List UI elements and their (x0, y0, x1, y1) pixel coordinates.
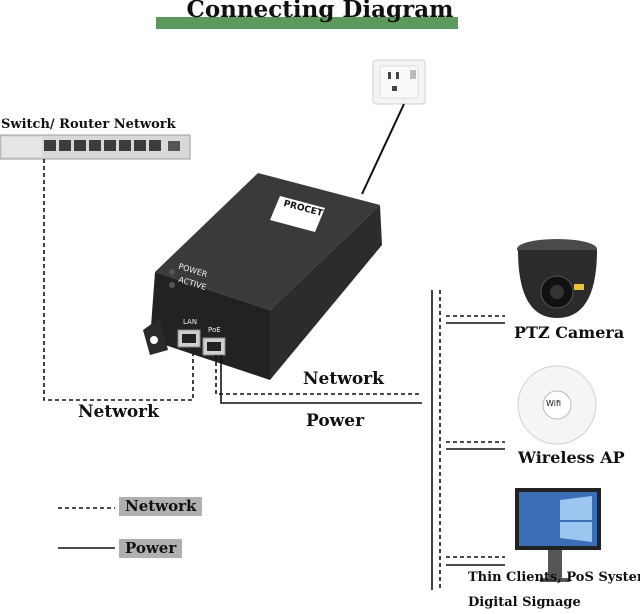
clients-label-line2: Digital Signage (468, 595, 581, 610)
right-network-cable (215, 355, 422, 395)
poe-injector-icon (143, 173, 382, 380)
wall-outlet-icon (372, 59, 426, 105)
legend-power-label: Power (119, 539, 183, 558)
diagram-title: Connecting Diagram (186, 0, 454, 23)
right-network-label: Network (303, 369, 384, 389)
legend-network-label: Network (119, 497, 203, 516)
wireless-ap-icon (517, 365, 597, 445)
poe-port-label: PoE (208, 326, 221, 334)
ptz-camera-label: PTZ Camera (514, 323, 625, 342)
ap-wifi-badge: Wifi (546, 399, 561, 408)
left-network-cable (43, 159, 194, 401)
network-switch-icon (0, 134, 191, 160)
title-underline-bar (156, 17, 458, 29)
monitor-kiosk-icon (515, 488, 601, 582)
power-cord (361, 103, 405, 195)
clients-label-line1: Thin Clients, PoS System, (468, 570, 640, 585)
wireless-ap-label: Wireless AP (518, 448, 625, 467)
ptz-camera-icon (517, 239, 597, 318)
right-power-label: Power (306, 411, 365, 431)
lan-port-label: LAN (183, 318, 198, 326)
right-power-cable (220, 355, 422, 404)
switch-router-label: Switch/ Router Network (1, 117, 176, 132)
left-network-label: Network (78, 402, 159, 422)
